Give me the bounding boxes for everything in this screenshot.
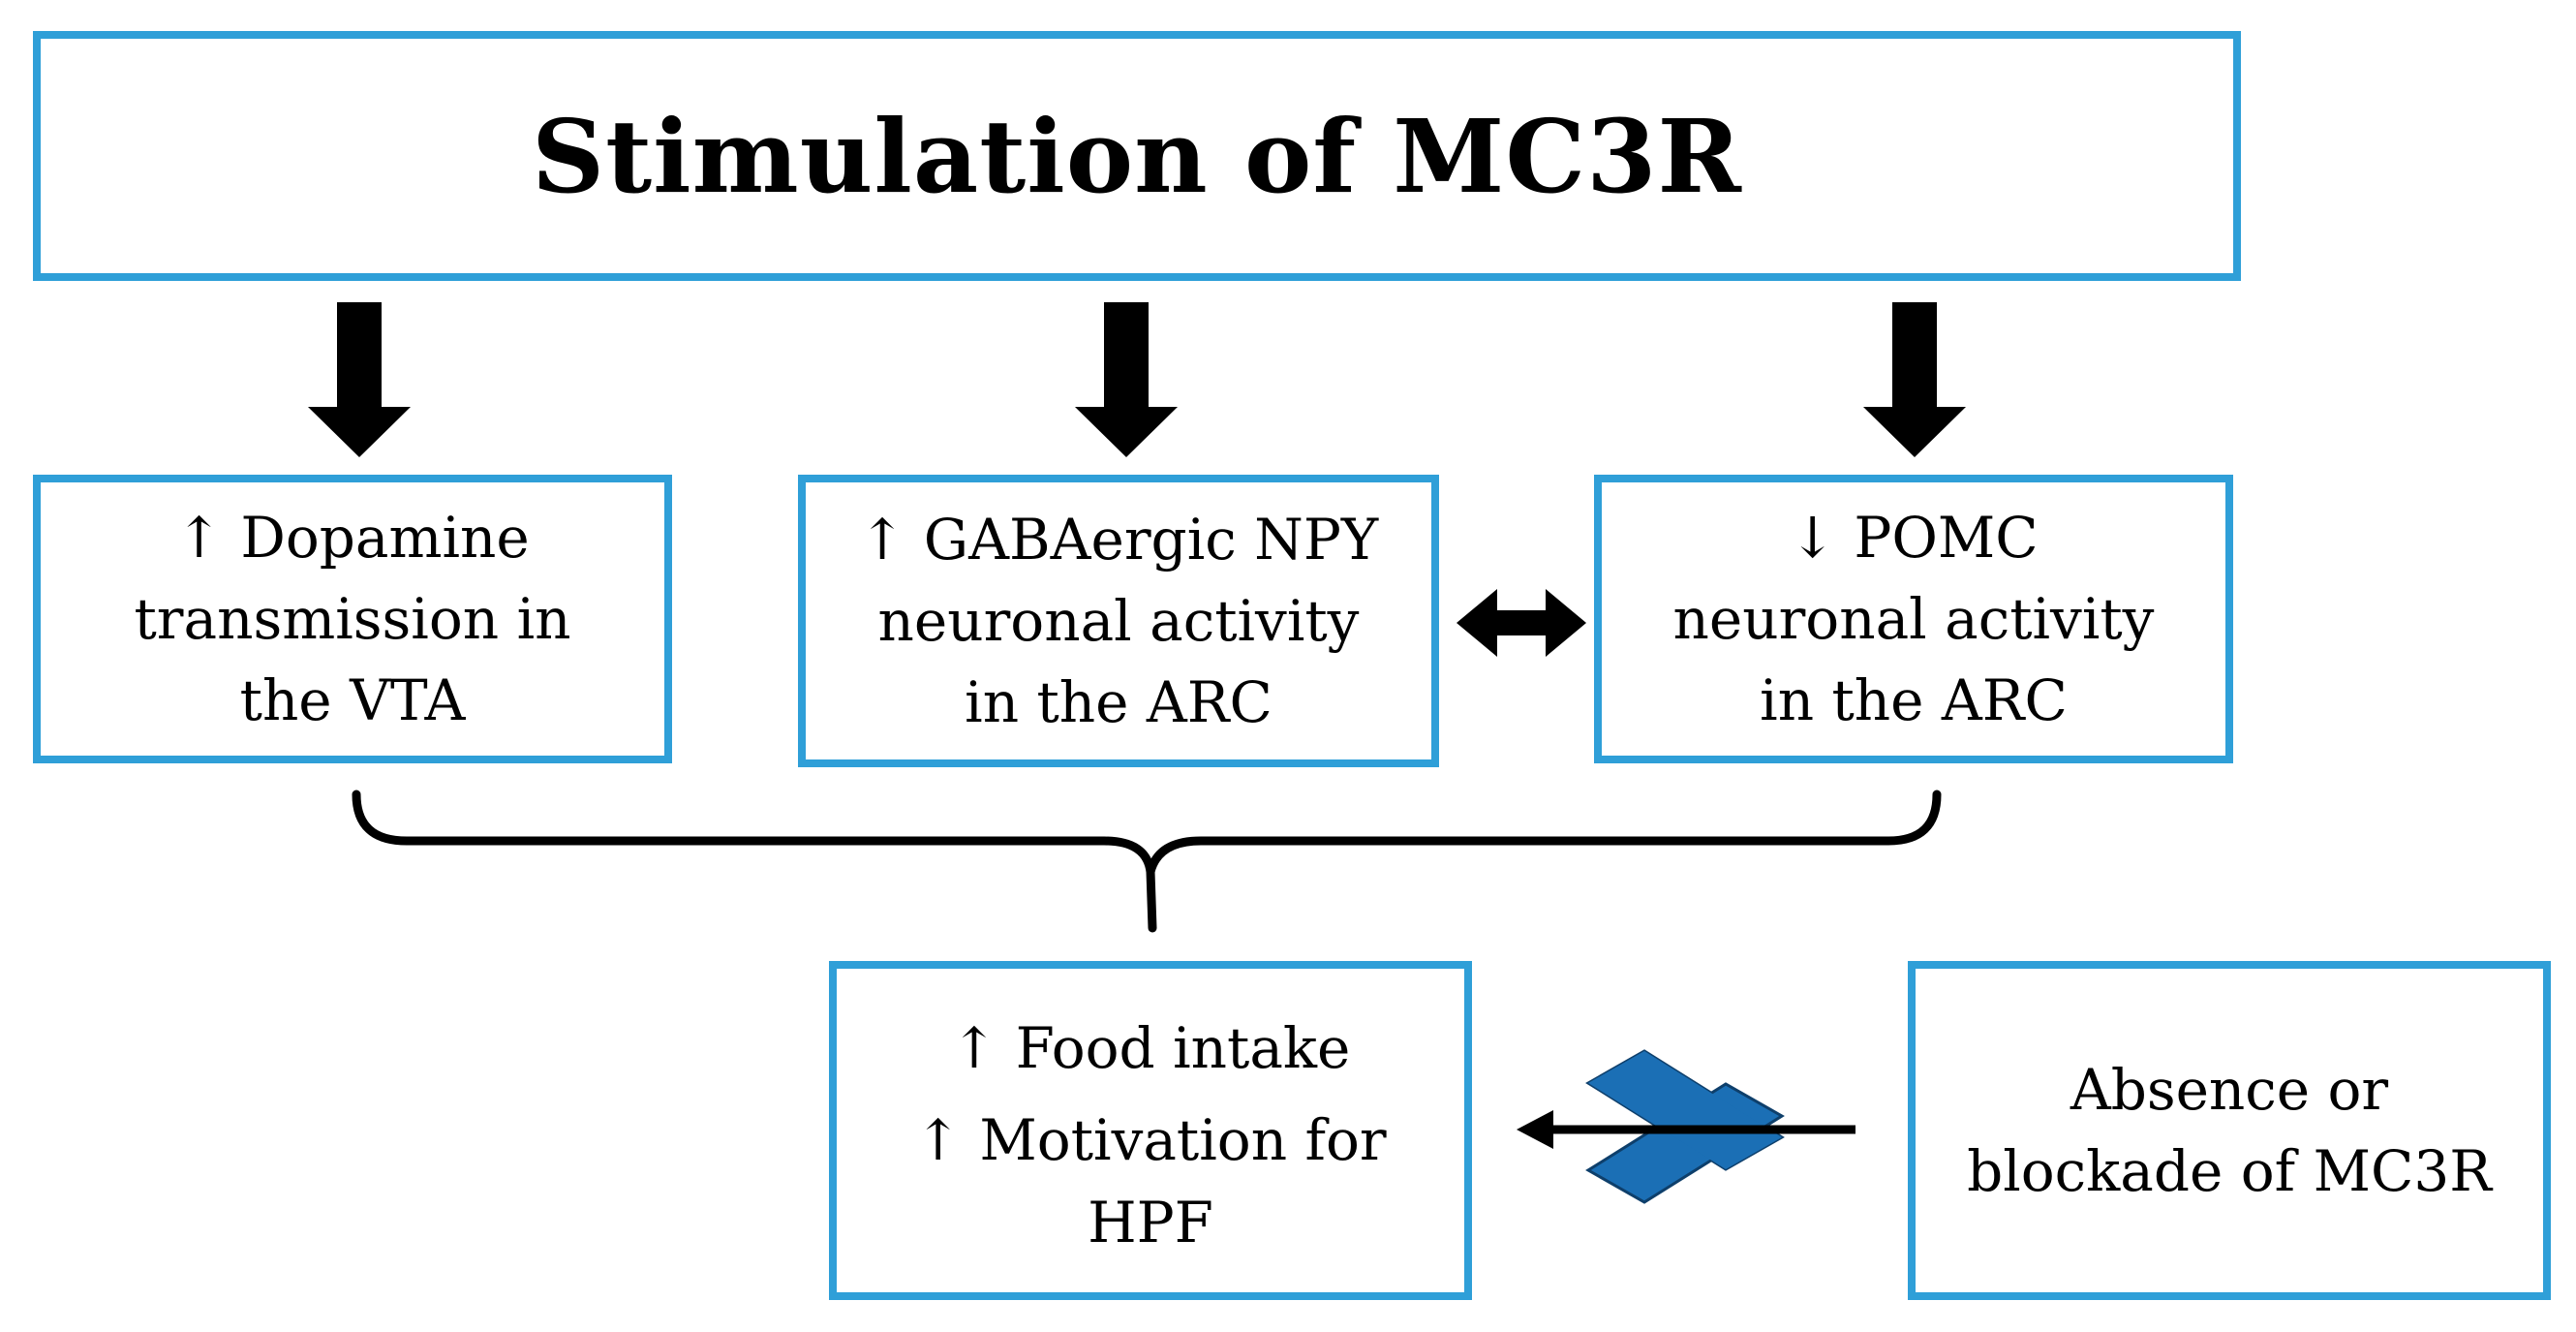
blockade-line: Absence or	[2070, 1057, 2389, 1123]
effect-line: the VTA	[239, 667, 466, 733]
effect-line: ↑ Dopamine	[175, 505, 530, 571]
curly-brace	[352, 790, 1942, 933]
blocked-arrow-icon	[1517, 1110, 1855, 1149]
effect-line: neuronal activity	[1672, 586, 2155, 652]
down-arrow-icon	[308, 302, 411, 457]
effect-line: in the ARC	[1760, 667, 2068, 733]
pomc-effect-box: ↓ POMC neuronal activity in the ARC	[1594, 475, 2233, 763]
effect-line: ↑ GABAergic NPY	[858, 507, 1379, 573]
outcome-line: HPF	[1088, 1190, 1213, 1255]
effect-line: neuronal activity	[877, 588, 1360, 654]
cross-icon	[1585, 1049, 1785, 1204]
down-arrow-icon	[1863, 302, 1966, 457]
blockade-line: blockade of MC3R	[1967, 1138, 2492, 1204]
npy-effect-box: ↑ GABAergic NPY neuronal activity in the…	[798, 475, 1439, 767]
double-headed-arrow-icon	[1457, 589, 1586, 657]
title-box: Stimulation of MC3R	[33, 31, 2241, 281]
down-arrow-icon	[1075, 302, 1178, 457]
diagram-title: Stimulation of MC3R	[532, 96, 1742, 216]
dopamine-effect-box: ↑ Dopamine transmission in the VTA	[33, 475, 672, 763]
outcome-line: ↑ Food intake	[950, 1015, 1351, 1081]
effect-line: transmission in	[134, 586, 571, 652]
outcome-box: ↑ Food intake ↑ Motivation for HPF	[829, 961, 1472, 1300]
effect-line: in the ARC	[965, 669, 1273, 735]
blockade-box: Absence or blockade of MC3R	[1908, 961, 2551, 1300]
effect-line: ↓ POMC	[1789, 505, 2039, 571]
outcome-line: ↑ Motivation for	[914, 1107, 1387, 1173]
